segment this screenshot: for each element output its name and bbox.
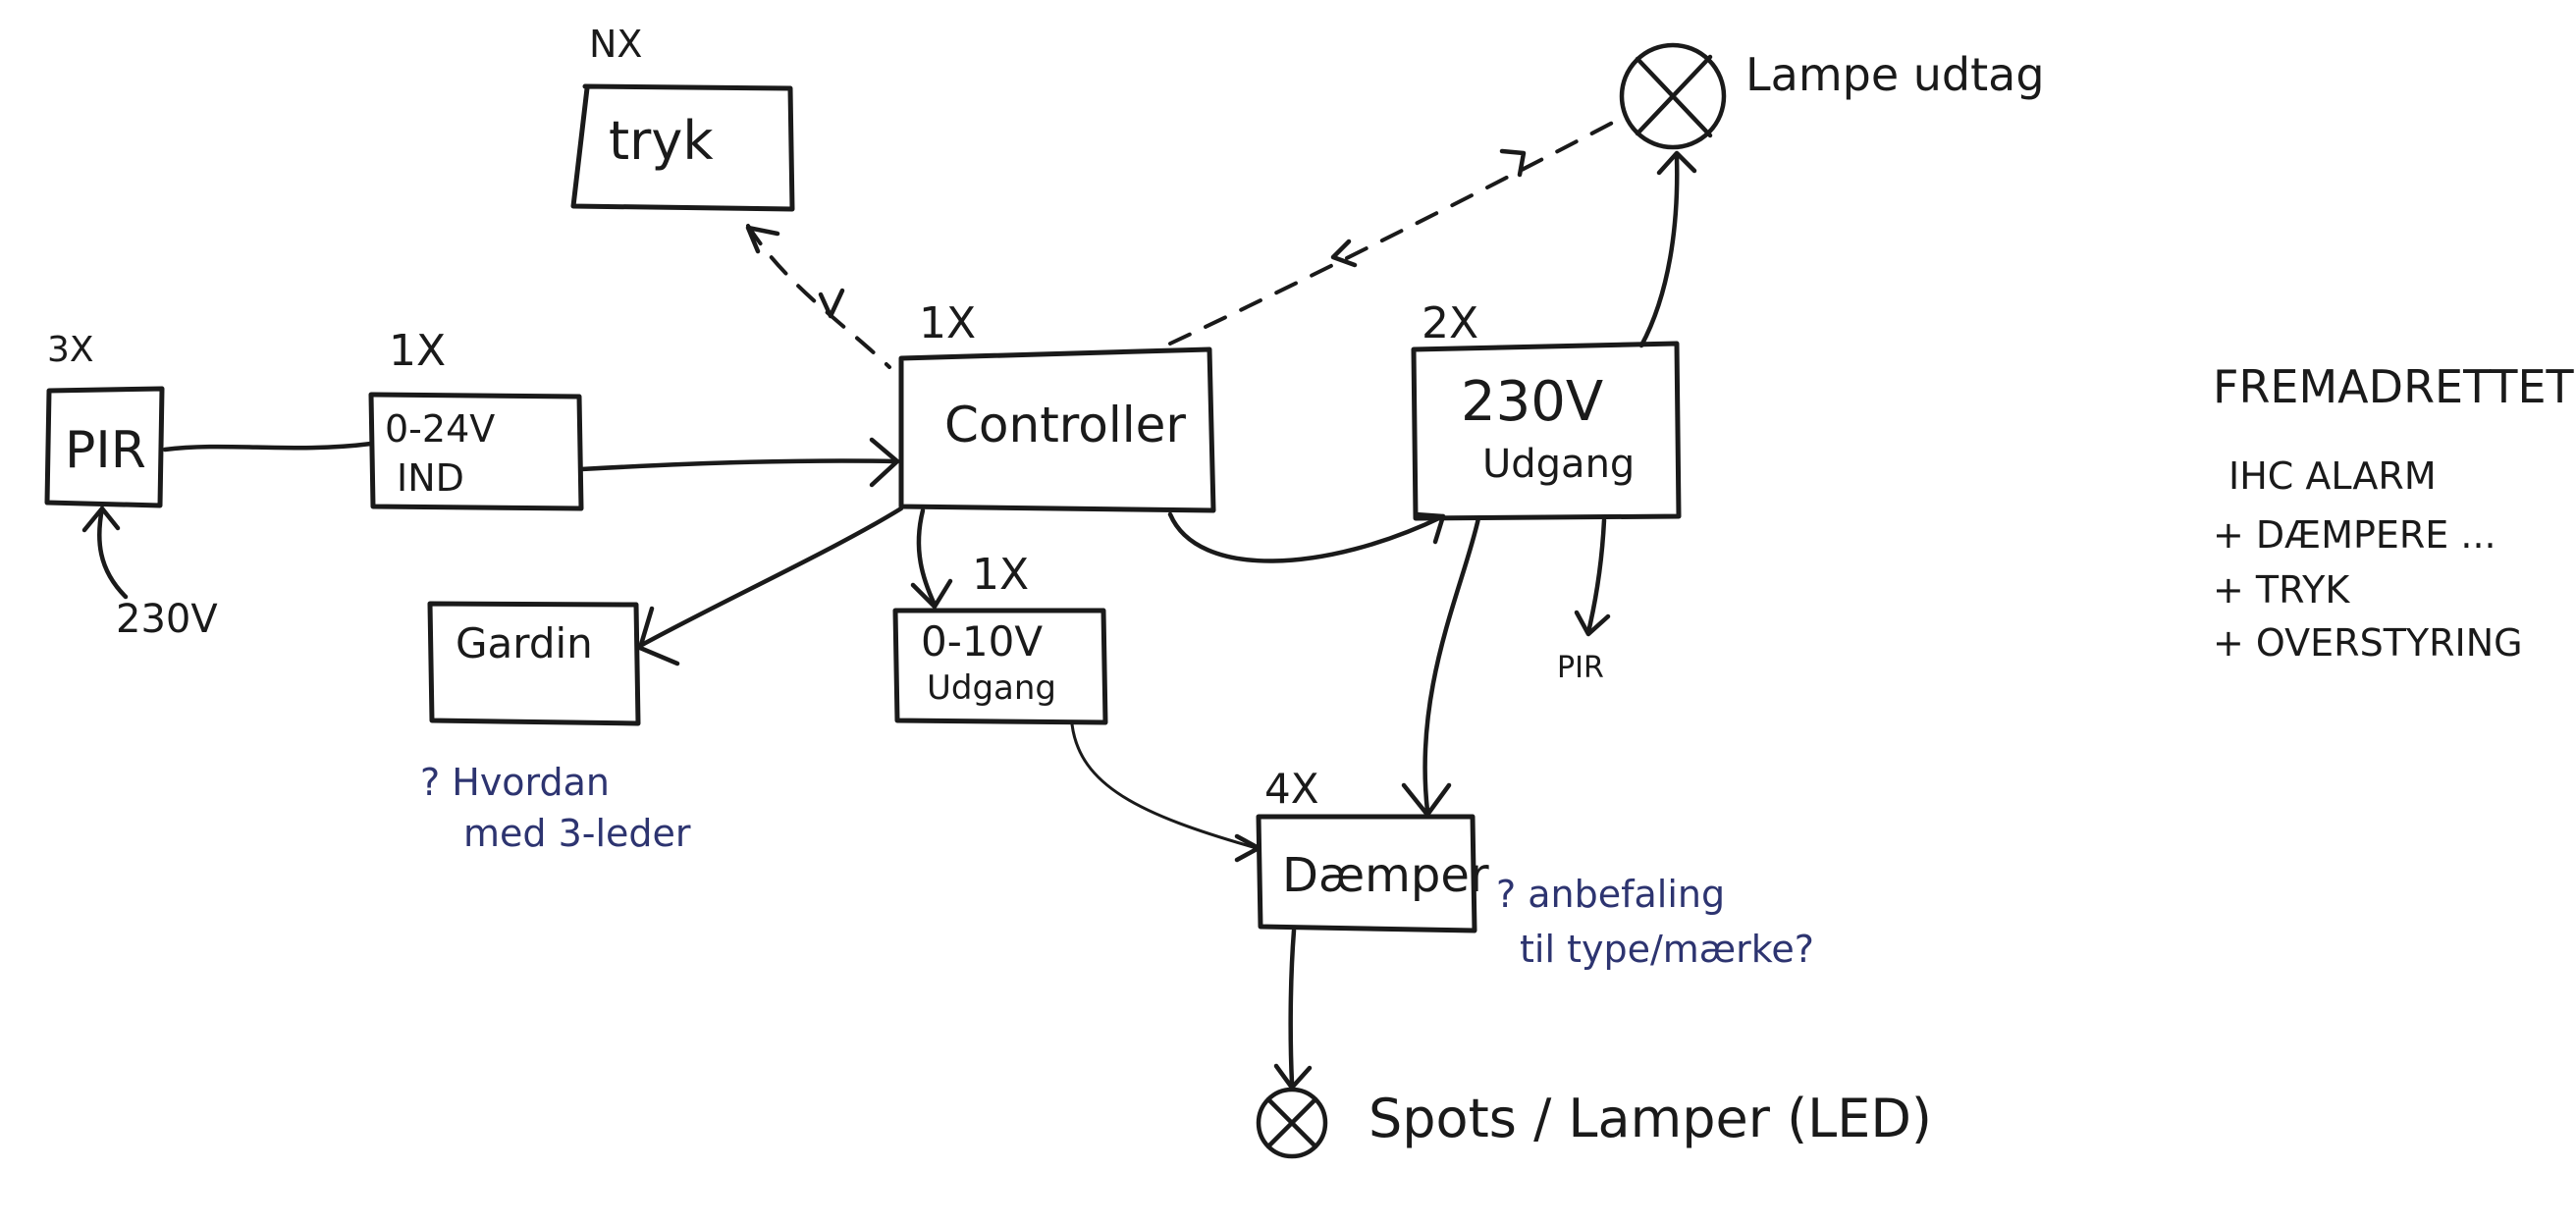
input-line2: IND xyxy=(397,456,464,500)
side-list-item: + TRYK xyxy=(2213,568,2350,612)
arrowhead-controller-lampe-2 xyxy=(1330,239,1358,268)
arrowhead-controller-gardin xyxy=(637,606,680,666)
spots-label: Spots / Lamper (LED) xyxy=(1368,1088,1932,1149)
wire-supply-pir xyxy=(96,506,129,600)
tryk-label: tryk xyxy=(609,110,714,172)
wire-230-lampe xyxy=(1638,154,1680,348)
arrowhead-230-pir xyxy=(1574,610,1611,637)
udgang-230-line1: 230V xyxy=(1461,370,1603,434)
input-count: 1X xyxy=(389,326,446,376)
side-list-item: + OVERSTYRING xyxy=(2213,621,2523,665)
pir-small-label: PIR xyxy=(1557,651,1604,685)
pir-box xyxy=(44,386,165,508)
udgang-010-count: 1X xyxy=(972,550,1029,600)
lampe-udtag-label: Lampe udtag xyxy=(1745,48,2045,101)
wire-230-daemper xyxy=(1422,515,1481,814)
supply-230v-label: 230V xyxy=(116,597,218,642)
side-list-item: + DÆMPERE ... xyxy=(2213,513,2496,557)
daemper-count: 4X xyxy=(1264,765,1319,813)
udgang-010-line2: Udgang xyxy=(927,668,1056,708)
udgang-010-line1: 0-10V xyxy=(921,617,1043,666)
wire-controller-230 xyxy=(1167,511,1446,563)
wire-controller-gardin xyxy=(637,506,904,649)
udgang-230-box xyxy=(1411,341,1682,521)
wire-input-controller xyxy=(578,458,898,472)
side-list-title: FREMADRETTET xyxy=(2213,360,2575,413)
daemper-question-line2: til type/mærke? xyxy=(1520,928,1814,971)
controller-box xyxy=(898,346,1216,513)
udgang-230-count: 2X xyxy=(1422,298,1478,348)
controller-count: 1X xyxy=(919,298,976,348)
udgang-230-line2: Udgang xyxy=(1482,442,1635,487)
arrowhead-tryk-controller-2 xyxy=(818,288,845,319)
dashed-tryk-controller xyxy=(746,224,891,369)
wire-pir-input xyxy=(162,441,374,453)
tryk-count: NX xyxy=(589,23,642,66)
controller-label: Controller xyxy=(944,397,1186,453)
gardin-box xyxy=(427,601,641,726)
pir-count: 3X xyxy=(47,330,94,370)
daemper-label: Dæmper xyxy=(1282,848,1489,903)
arrowhead-230-daemper xyxy=(1401,782,1452,818)
arrowhead-controller-230 xyxy=(1413,511,1446,545)
lampe-udtag-symbol xyxy=(1619,42,1727,150)
udgang-010-box xyxy=(892,608,1108,725)
side-list-item: IHC ALARM xyxy=(2228,454,2437,498)
daemper-box xyxy=(1256,814,1477,933)
tryk-box xyxy=(570,83,795,212)
pir-label: PIR xyxy=(65,421,146,480)
gardin-question-line2: med 3-leder xyxy=(463,812,691,855)
arrowhead-controller-lampe xyxy=(1499,148,1527,178)
arrowhead-controller-010 xyxy=(910,578,953,610)
arrowhead-tryk-controller xyxy=(745,225,780,254)
wire-daemper-spots xyxy=(1288,928,1297,1087)
gardin-label: Gardin xyxy=(456,619,593,667)
wire-230-pir xyxy=(1585,517,1607,635)
arrowhead-010-daemper xyxy=(1234,833,1261,863)
wire-controller-010 xyxy=(916,507,938,608)
input-box xyxy=(368,392,584,511)
arrowhead-input-controller xyxy=(869,437,900,488)
arrowhead-supply-pir xyxy=(81,506,121,533)
dashed-controller-lampe xyxy=(1168,116,1624,346)
daemper-question-line1: ? anbefaling xyxy=(1496,873,1725,916)
spots-lamp-symbol xyxy=(1256,1087,1328,1159)
input-line1: 0-24V xyxy=(385,407,495,451)
gardin-question-line1: ? Hvordan xyxy=(420,761,610,804)
arrowhead-230-lampe xyxy=(1656,150,1697,176)
wire-010-daemper xyxy=(1070,722,1259,850)
